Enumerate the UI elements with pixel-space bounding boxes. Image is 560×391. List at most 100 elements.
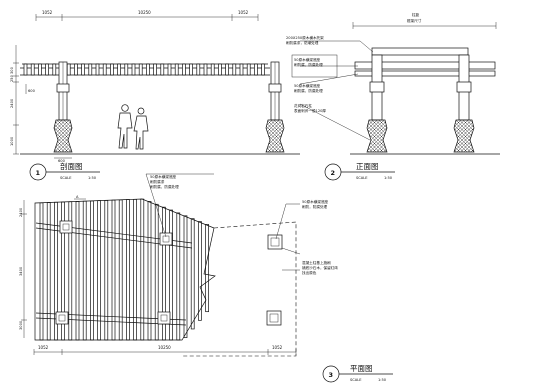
rafter-tick: [110, 63, 114, 76]
view-scale-1: 1:50: [88, 176, 97, 180]
rafter-tick: [182, 63, 186, 76]
view-scale-3: 1:50: [378, 378, 387, 382]
plan-note-left-1: 刷防腐漆: [150, 179, 165, 184]
view-title-text-3: 平面图: [350, 364, 373, 373]
view-title-text-1: 剖面图: [60, 161, 83, 171]
dim-side-left-3: 1000: [10, 136, 14, 146]
side-base-right: [265, 119, 285, 153]
plan-slat: [183, 215, 188, 338]
rafter-tick: [246, 63, 251, 76]
rafter-tick: [196, 63, 201, 76]
plan-note-right-2: 混凝土柱基上施刷: [302, 260, 331, 265]
front-elevation-view: 柱距 框架尺寸: [286, 12, 500, 181]
plan-slat: [147, 201, 152, 341]
plan-slat: [97, 200, 101, 341]
rafter-tick: [95, 63, 100, 76]
plan-notes-left: 50原木横梁底座 刷防腐漆 刷防腐，防腐处理: [150, 174, 179, 189]
side-post-right: [268, 61, 282, 121]
side-section-view: 1052 10250 1052 300 250 2400 1000 600: [10, 10, 300, 181]
side-post-left: [56, 61, 70, 121]
plan-slat: [176, 212, 181, 341]
rafter-tick: [254, 63, 258, 76]
dim-side-bottom: 600: [58, 159, 66, 163]
rafter-tick: [225, 63, 229, 76]
plan-bottom-dimension: 1052 10250 1052: [33, 345, 297, 355]
view-number-2: 2: [331, 169, 336, 177]
dim-plan-bottom-1: 10250: [158, 345, 171, 350]
view-title-1: 1 剖面图 SCALE 1:50: [29, 161, 100, 181]
dim-side-left-1: 250: [10, 74, 14, 82]
rafter-tick: [160, 63, 165, 76]
rafter-tick: [81, 63, 85, 76]
plan-note-left-0: 50原木横梁底座: [150, 174, 177, 179]
dim-side-top-0: 1052: [42, 10, 53, 15]
view-scale-2: 1:50: [384, 176, 393, 180]
front-note-5: 刷防腐，防腐处理: [294, 88, 323, 93]
view-number-1: 1: [36, 169, 41, 177]
front-note-0: 200X250原木横木托架: [286, 35, 324, 40]
front-beams: [354, 47, 496, 77]
front-note-1: 刷防腐漆，防潮处理: [286, 40, 319, 45]
rafter-tick: [167, 63, 172, 76]
plan-left-dimension: 2400 3400 3000: [19, 200, 27, 338]
rafter-tick: [131, 63, 136, 76]
plan-note-right-1: 刷防，防腐处理: [302, 204, 328, 209]
front-note-7: 表面剁斧一般120厚: [294, 108, 326, 113]
rafter-tick: [102, 63, 107, 76]
plan-right-posts: [266, 234, 283, 326]
front-note-6: 花岗岩石柱: [294, 103, 312, 108]
rafter-tick: [261, 63, 265, 76]
rafter-tick: [232, 63, 237, 76]
plan-slat: [126, 199, 130, 341]
rafter-tick: [30, 63, 35, 76]
plan-slat: [46, 202, 51, 341]
plan-note-right-3: 铺底沙石木，保留红砖: [302, 265, 338, 270]
dim-plan-left-0: 2400: [19, 207, 23, 217]
rafter-tick: [66, 63, 71, 76]
front-note-4: 50原木横梁底座: [294, 83, 321, 88]
side-rafters: [20, 63, 270, 76]
front-base-right: [453, 119, 475, 153]
view-title-3: 3 平面图 SCALE 1:50: [322, 364, 393, 383]
dim-side-top-2: 1052: [238, 10, 249, 15]
rafter-tick: [174, 63, 179, 76]
rafter-tick: [52, 63, 57, 76]
dim-side-top-1: 10250: [138, 10, 151, 15]
plan-slat: [133, 199, 137, 341]
rafter-tick: [23, 63, 28, 76]
plan-top-marker: A: [76, 195, 79, 199]
rafter-tick: [210, 63, 215, 76]
plan-slat: [140, 198, 145, 341]
dim-front-top-0: 柱距: [412, 12, 420, 17]
rafter-tick: [45, 63, 49, 76]
dim-plan-left-1: 3400: [19, 266, 23, 276]
plan-slat: [90, 200, 94, 341]
front-notes: 200X250原木横木托架 刷防腐漆，防潮处理 50原木横梁底座 刷防腐，防腐处…: [286, 35, 326, 113]
dim-side-left-0: 300: [10, 66, 14, 74]
dim-front-top-1: 框架尺寸: [407, 18, 422, 23]
rafter-tick: [117, 63, 121, 76]
view-title-text-2: 正面图: [356, 162, 379, 171]
dim-side-left-2: 2400: [10, 98, 14, 108]
plan-leaders: [145, 173, 301, 271]
plan-slat: [104, 200, 109, 341]
rafter-tick: [88, 63, 93, 76]
plan-note-right-4: 找出原色: [302, 270, 317, 275]
dim-plan-bottom-2: 1052: [272, 345, 283, 350]
rafter-tick: [38, 63, 42, 76]
plan-note-left-2: 刷防腐，防腐处理: [150, 184, 179, 189]
front-leaders: [291, 40, 374, 141]
view-scale-label-1: SCALE: [60, 176, 72, 180]
rafter-tick: [153, 63, 157, 76]
plan-slat: [75, 201, 80, 341]
rafter-tick: [239, 63, 244, 76]
plan-post-footprints: [55, 220, 173, 325]
plan-note-right-0: 50原木横梁底座: [302, 199, 329, 204]
front-note-2: 50原木横梁底座: [294, 57, 321, 62]
rafter-tick: [124, 63, 129, 76]
plan-view: 2400 3400 3000 A: [19, 173, 393, 383]
front-top-dimension: 柱距 框架尺寸: [352, 12, 497, 29]
view-number-3: 3: [329, 371, 334, 379]
dim-plan-left-2: 3000: [19, 320, 23, 330]
